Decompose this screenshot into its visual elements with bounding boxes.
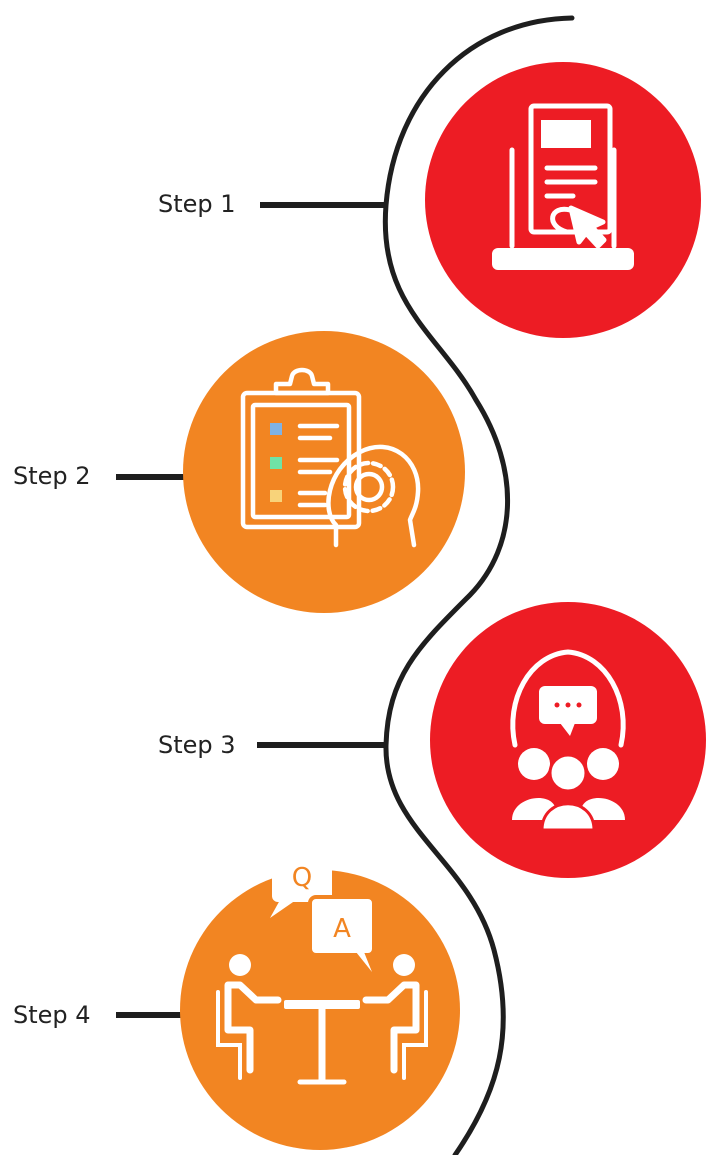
step-3-label: Step 3: [158, 731, 236, 759]
step-2-label: Step 2: [13, 462, 91, 490]
step-4-label: Step 4: [13, 1001, 91, 1029]
winding-connector-line: [382, 15, 575, 1155]
interview-question-answer-icon: Q A: [216, 846, 428, 1085]
answer-letter: A: [333, 914, 351, 944]
clipboard-checklist-head-gear-icon: [240, 367, 421, 548]
question-letter: Q: [292, 863, 312, 893]
group-discussion-speech-bubble-icon: [510, 649, 626, 832]
laptop-document-cursor-icon: [492, 103, 634, 270]
step-1-label: Step 1: [158, 190, 236, 218]
step-3-circle: [430, 602, 706, 878]
step-1-circle: [425, 62, 701, 338]
